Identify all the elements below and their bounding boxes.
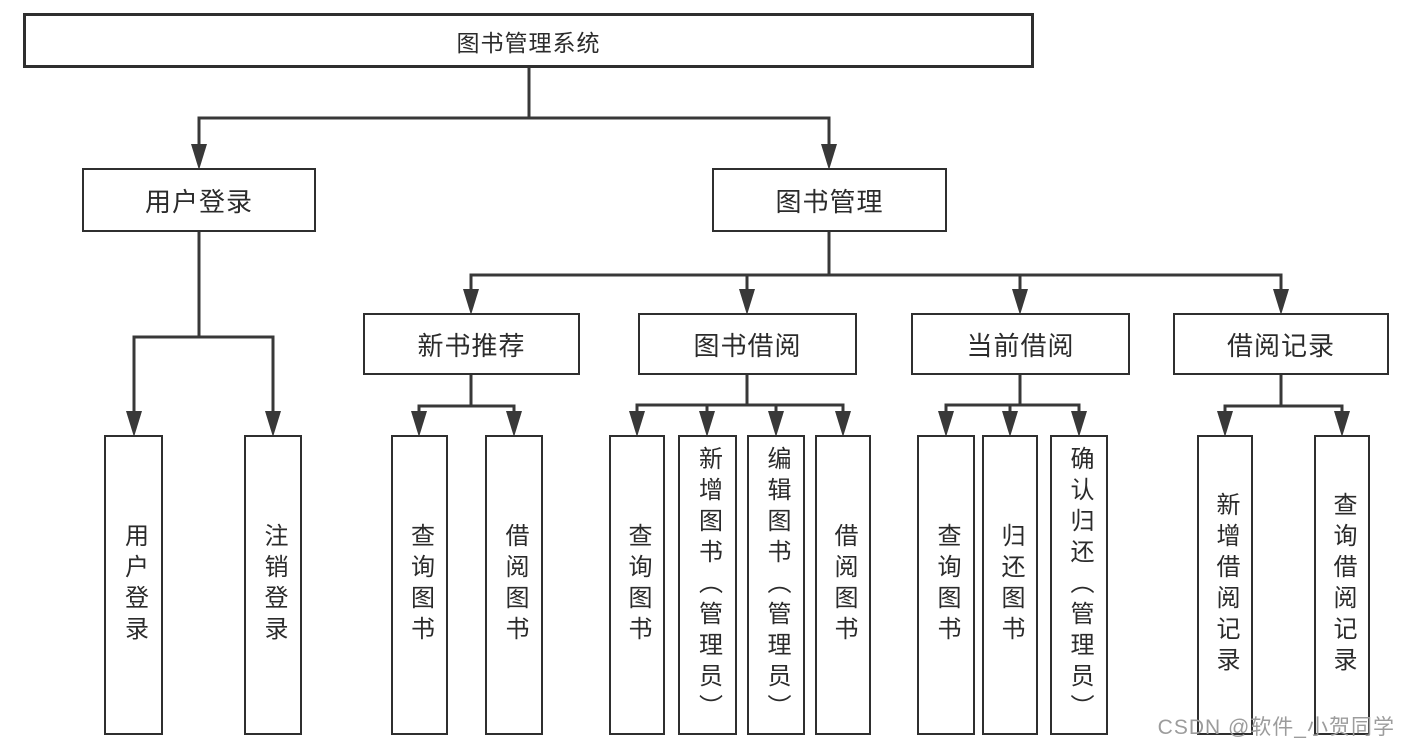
leaf-label: 查询图书 (406, 523, 434, 647)
leaf-label: 确认归还（管理员） (1066, 445, 1093, 725)
fork-book-borrowing (629, 375, 851, 437)
leaf-label: 归还图书 (997, 523, 1024, 647)
leaf-user-login: 用户登录 (104, 435, 163, 735)
node-label: 图书借阅 (693, 330, 802, 361)
node-current-borrowing: 当前借阅 (911, 313, 1130, 375)
leaf-query-books-current: 查询图书 (917, 435, 975, 735)
fork-book-management (463, 232, 1289, 315)
node-label: 新书推荐 (417, 330, 526, 361)
leaf-edit-book-admin: 编辑图书（管理员） (747, 435, 805, 735)
node-book-management: 图书管理 (712, 168, 947, 232)
leaf-logout: 注销登录 (244, 435, 302, 735)
fork-user-login (126, 232, 281, 437)
node-label: 当前借阅 (966, 330, 1075, 361)
node-label: 图书管理系统 (456, 29, 601, 56)
leaf-query-borrow-record: 查询借阅记录 (1314, 435, 1370, 735)
leaf-label: 注销登录 (260, 523, 287, 647)
node-label: 借阅记录 (1226, 330, 1335, 361)
leaf-label: 借阅图书 (830, 523, 857, 647)
leaf-add-borrow-record: 新增借阅记录 (1197, 435, 1253, 735)
fork-root (191, 68, 837, 170)
leaf-label: 查询图书 (624, 523, 651, 647)
leaf-label: 借阅图书 (501, 523, 528, 647)
leaf-confirm-return-admin: 确认归还（管理员） (1050, 435, 1108, 735)
node-borrowing-records: 借阅记录 (1173, 313, 1389, 375)
leaf-query-books-recommend: 查询图书 (391, 435, 448, 735)
node-new-book-recommend: 新书推荐 (363, 313, 580, 375)
fork-current-borrowing (938, 375, 1087, 437)
leaf-label: 查询借阅记录 (1329, 492, 1356, 678)
node-label: 用户登录 (144, 186, 253, 217)
fork-borrowing-records (1217, 375, 1350, 437)
node-user-login: 用户登录 (82, 168, 316, 232)
leaf-label: 用户登录 (120, 523, 148, 647)
leaf-label: 新增图书（管理员） (694, 445, 722, 725)
fork-new-book-recommend (411, 375, 522, 437)
watermark-text: CSDN @软件_小贺同学 (1157, 716, 1395, 739)
leaf-label: 编辑图书（管理员） (763, 445, 790, 725)
leaf-add-book-admin: 新增图书（管理员） (678, 435, 737, 735)
leaf-return-book: 归还图书 (982, 435, 1038, 735)
leaf-label: 查询图书 (933, 523, 960, 647)
leaf-borrow-books-borrowing: 借阅图书 (815, 435, 871, 735)
leaf-label: 新增借阅记录 (1212, 492, 1239, 678)
node-library-management-system: 图书管理系统 (23, 13, 1034, 68)
leaf-query-books-borrowing: 查询图书 (609, 435, 665, 735)
node-label: 图书管理 (775, 186, 884, 217)
node-book-borrowing: 图书借阅 (638, 313, 857, 375)
leaf-borrow-books-recommend: 借阅图书 (485, 435, 543, 735)
